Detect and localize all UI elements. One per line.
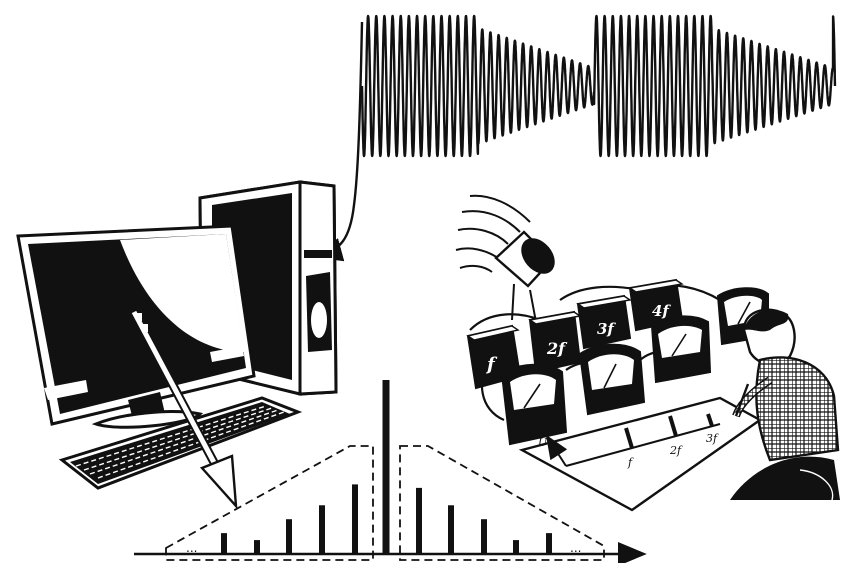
paper-tick-2f: 2f [669,444,683,457]
spectrum-envelope-right [399,445,605,561]
svg-text:2f: 2f [546,339,568,358]
spectrum-ellipsis-right: ... [570,541,581,555]
computer-monitor [16,224,256,429]
loudspeaker-icon [494,230,555,323]
waveform-icon [360,14,837,158]
spectrum-line [352,484,358,554]
spectrum-lines [221,380,552,554]
spectrum-line [254,540,260,554]
spectrum-line [382,380,390,554]
svg-text:3f: 3f [597,320,616,338]
computer-keyboard [58,396,303,490]
meter-3 [650,315,712,384]
spectrum-line [286,519,292,554]
analyzer-scene: f 2f 3f 4f [455,194,840,512]
signal-arrow [313,21,364,262]
paper-plot: U f 2f 3f [538,413,721,469]
spectrum-diagram: ... ... [134,380,647,563]
man-writing-icon [730,308,840,501]
analyzer-3f: 3f [576,294,632,350]
screen-to-spectrum-arrow [130,309,238,510]
spectrum-line [513,540,519,554]
spectrum-ellipsis-left: ... [186,541,197,555]
spectrum-line [481,519,487,554]
paper-tick-3f: 3f [706,432,719,445]
desktop-computer-icon [16,180,338,490]
meter-1 [500,363,568,446]
spectrum-line [448,505,454,554]
sound-waves [455,194,531,273]
spectrum-line [319,505,325,554]
analyzer-2f: 2f [528,310,582,374]
paper-axis-y-label: U [538,436,548,449]
meter-2 [578,343,646,416]
spectrum-line [416,487,422,554]
svg-text:4f: 4f [652,302,671,320]
spectrum-line [546,533,552,554]
paper-tick-f: f [627,456,634,469]
spectrum-envelope-left [165,445,374,561]
spectrum-line [221,533,227,554]
